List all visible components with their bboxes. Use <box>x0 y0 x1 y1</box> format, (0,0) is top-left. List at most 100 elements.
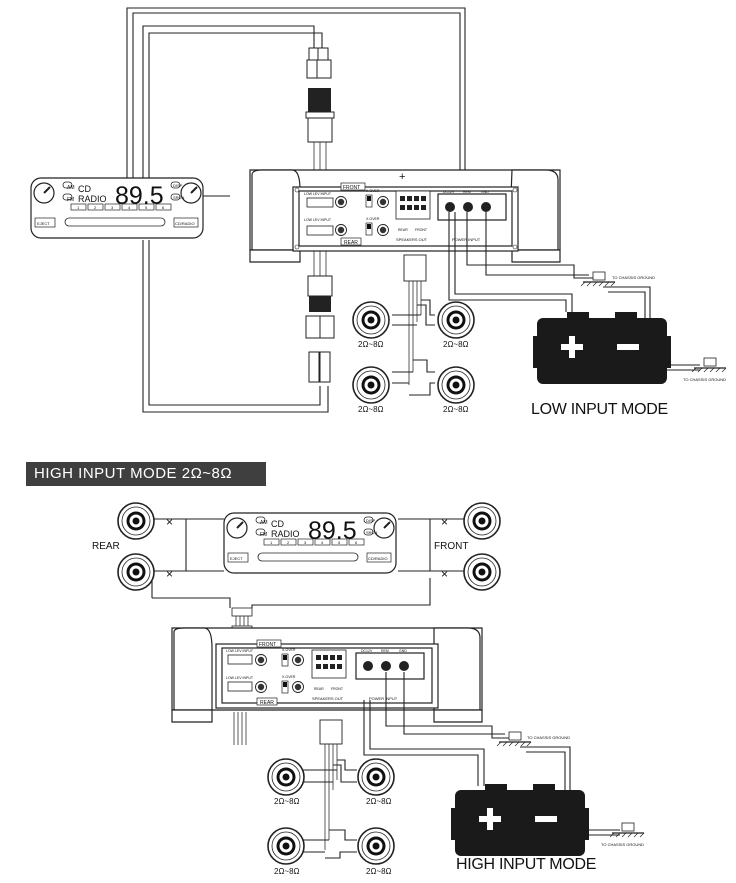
svg-text:FRONT: FRONT <box>259 642 276 648</box>
chassis-ground-top-1 <box>580 271 616 287</box>
svg-text:AM: AM <box>67 185 75 191</box>
svg-text:DISP: DISP <box>173 183 183 188</box>
svg-text:REAR: REAR <box>92 541 120 552</box>
svg-text:LOW LEV INPUT: LOW LEV INPUT <box>226 649 254 653</box>
svg-text:×: × <box>441 567 448 581</box>
svg-text:REAR: REAR <box>314 687 324 691</box>
svg-text:2Ω~8Ω: 2Ω~8Ω <box>274 867 300 876</box>
speaker-bottom-2 <box>357 758 395 796</box>
svg-text:4: 4 <box>128 205 131 210</box>
speaker-bottom-1 <box>267 758 305 796</box>
rca-routing-wires <box>126 7 466 413</box>
speaker-rear-2 <box>117 553 155 591</box>
svg-text:RADIO: RADIO <box>78 194 107 204</box>
svg-text:GND: GND <box>481 190 489 194</box>
svg-text:X-OVER: X-OVER <box>366 217 380 221</box>
svg-text:FRONT: FRONT <box>434 541 468 552</box>
svg-text:SPEAKERS OUT: SPEAKERS OUT <box>396 237 428 242</box>
svg-text:X-OVER: X-OVER <box>282 648 296 652</box>
svg-text:TO CHASSIS GROUND: TO CHASSIS GROUND <box>683 377 726 382</box>
svg-text:FRONT: FRONT <box>343 185 360 191</box>
svg-text:AM: AM <box>260 520 268 526</box>
svg-text:3: 3 <box>111 205 114 210</box>
svg-text:X-OVER: X-OVER <box>366 189 380 193</box>
svg-text:×: × <box>166 567 173 581</box>
svg-text:1: 1 <box>270 540 273 545</box>
svg-text:X-OVER: X-OVER <box>282 675 296 679</box>
svg-text:SRCH: SRCH <box>173 195 184 200</box>
svg-text:4: 4 <box>321 540 324 545</box>
svg-text:EJECT: EJECT <box>230 556 243 561</box>
svg-text:6: 6 <box>355 540 358 545</box>
svg-text:89.5: 89.5 <box>308 517 357 545</box>
svg-text:TO CHASSIS GROUND: TO CHASSIS GROUND <box>527 735 570 740</box>
head-unit-top: AM FM CD RADIO 89.5 DISP SRCH 1 2 3 4 5 … <box>30 177 204 239</box>
svg-text:×: × <box>441 515 448 529</box>
svg-text:2Ω~8Ω: 2Ω~8Ω <box>358 340 384 349</box>
svg-text:DISP: DISP <box>366 518 376 523</box>
svg-text:6: 6 <box>162 205 165 210</box>
battery-bottom <box>451 782 589 858</box>
svg-text:SRCH: SRCH <box>366 530 377 535</box>
svg-text:TO CHASSIS GROUND: TO CHASSIS GROUND <box>601 842 644 847</box>
frequency-display: 89.5 <box>115 182 164 210</box>
svg-text:TO CHASSIS GROUND: TO CHASSIS GROUND <box>612 275 655 280</box>
svg-text:2Ω~8Ω: 2Ω~8Ω <box>443 405 469 414</box>
svg-text:CD/RADIO: CD/RADIO <box>175 221 195 226</box>
svg-text:3: 3 <box>304 540 307 545</box>
rca-connectors-front <box>305 47 335 180</box>
svg-text:2Ω~8Ω: 2Ω~8Ω <box>443 340 469 349</box>
svg-text:FRONT: FRONT <box>415 228 428 232</box>
speaker-rear-1 <box>117 502 155 540</box>
svg-text:FM: FM <box>67 197 74 203</box>
amplifier-bottom: FRONT REAR LOW LEV INPUT LOW LEV INPUT X… <box>171 627 483 723</box>
svg-text:CD: CD <box>78 184 91 194</box>
svg-text:2Ω~8Ω: 2Ω~8Ω <box>366 867 392 876</box>
amplifier-top: + FRONT REAR LOW LEV INPUT LOW LEV INPUT… <box>249 169 561 263</box>
svg-text:LOW LEV INPUT: LOW LEV INPUT <box>304 218 332 222</box>
svg-text:×: × <box>166 515 173 529</box>
svg-text:5: 5 <box>145 205 148 210</box>
speaker-front-1 <box>463 502 501 540</box>
svg-text:2: 2 <box>94 205 97 210</box>
speaker-wiring-bottom <box>303 719 357 859</box>
svg-text:REAR: REAR <box>344 240 358 246</box>
svg-text:2Ω~8Ω: 2Ω~8Ω <box>366 797 392 806</box>
speaker-front-2 <box>463 553 501 591</box>
low-input-mode-caption: LOW INPUT MODE <box>531 401 668 418</box>
svg-text:5: 5 <box>338 540 341 545</box>
svg-text:+: + <box>399 171 405 183</box>
svg-text:LOW LEV INPUT: LOW LEV INPUT <box>226 676 254 680</box>
svg-text:REM: REM <box>463 190 471 194</box>
head-unit-bottom: AM FM CD RADIO 89.5 DISP SRCH 1 2 3 4 5 … <box>223 512 397 574</box>
svg-text:2Ω~8Ω: 2Ω~8Ω <box>274 797 300 806</box>
svg-text:REAR: REAR <box>260 700 274 706</box>
svg-text:POWER INPUT: POWER INPUT <box>369 696 398 701</box>
high-input-mode-caption: HIGH INPUT MODE <box>456 856 597 873</box>
high-input-mode-banner: HIGH INPUT MODE 2Ω~8Ω <box>26 462 266 486</box>
speaker-bottom-3 <box>267 827 305 865</box>
svg-text:GND: GND <box>399 649 407 653</box>
svg-text:CD: CD <box>271 519 284 529</box>
rca-connectors-rear <box>305 248 335 383</box>
speaker-top-2 <box>437 301 475 339</box>
svg-text:DC12V: DC12V <box>443 190 455 194</box>
svg-text:SPEAKERS OUT: SPEAKERS OUT <box>312 696 344 701</box>
battery-top <box>533 310 671 386</box>
speaker-bottom-4 <box>357 827 395 865</box>
speaker-wiring-top <box>392 254 435 396</box>
speaker-top-3 <box>352 366 390 404</box>
speaker-top-1 <box>352 301 390 339</box>
svg-text:RADIO: RADIO <box>271 529 300 539</box>
speaker-top-4 <box>437 366 475 404</box>
svg-text:CD/RADIO: CD/RADIO <box>368 556 388 561</box>
svg-text:1: 1 <box>77 205 80 210</box>
svg-text:FRONT: FRONT <box>331 687 344 691</box>
svg-text:LOW LEV INPUT: LOW LEV INPUT <box>304 192 332 196</box>
svg-text:2: 2 <box>287 540 290 545</box>
svg-text:FM: FM <box>260 532 267 538</box>
svg-text:REAR: REAR <box>398 228 408 232</box>
svg-text:EJECT: EJECT <box>37 221 50 226</box>
svg-text:POWER INPUT: POWER INPUT <box>452 237 481 242</box>
